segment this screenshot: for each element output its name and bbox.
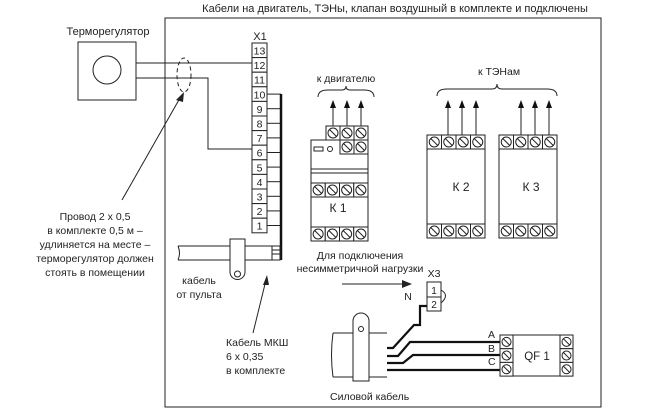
heaters-brace	[436, 83, 558, 97]
svg-text:Для подключения: Для подключения	[317, 250, 403, 262]
svg-text:C: C	[488, 356, 496, 368]
svg-text:Провод 2 х 0,5: Провод 2 х 0,5	[60, 211, 131, 223]
svg-text:A: A	[488, 329, 495, 341]
svg-text:6 х 0,35: 6 х 0,35	[226, 351, 264, 363]
x1-terminal-number: 7	[257, 133, 263, 145]
x1-label: Х1	[253, 31, 266, 43]
svg-text:от пульта: от пульта	[176, 289, 222, 301]
contactor-k2	[426, 134, 486, 239]
control-cable-label: кабель от пульта	[176, 275, 222, 301]
x1-terminal-block: 13 12 11 10 9 8 7 6 5 4 3 2 1	[251, 42, 281, 234]
heater-arrows	[445, 100, 552, 135]
n-label: N	[404, 291, 412, 303]
svg-text:несимметричной нагрузки: несимметричной нагрузки	[297, 263, 424, 275]
x1-terminal-number: 1	[257, 221, 263, 233]
heaters-label: к ТЭНам	[478, 66, 520, 78]
arrow-head	[532, 100, 538, 108]
asym-note: Для подключения несимметричной нагрузки	[297, 250, 424, 275]
x1-terminal-number: 6	[257, 148, 263, 160]
arrow-head	[459, 100, 465, 108]
qf1-label: QF 1	[524, 351, 550, 363]
svg-text:стоять в помещении: стоять в помещении	[45, 267, 145, 279]
motor-arrows	[330, 100, 364, 126]
x1-terminal-number: 3	[257, 192, 263, 204]
diagram-title: Кабели на двигатель, ТЭНы, клапан воздуш…	[202, 3, 588, 15]
x1-terminal-number: 9	[257, 104, 263, 116]
control-cable	[177, 238, 281, 280]
x1-terminal-number: 8	[257, 119, 263, 131]
motor-brace	[317, 85, 375, 98]
k2-label: К 2	[453, 180, 470, 194]
svg-text:в комплекте: в комплекте	[226, 365, 285, 377]
thermostat-label: Терморегулятор	[66, 26, 149, 38]
contactor-k1	[310, 125, 369, 242]
contactor-k3	[498, 134, 558, 239]
arrow-head	[518, 100, 524, 108]
x1-terminal-number: 12	[254, 60, 266, 72]
arrow-head	[330, 100, 336, 108]
k3-label: К 3	[523, 180, 540, 194]
svg-text:Кабель МКШ: Кабель МКШ	[226, 337, 288, 349]
pointer-arrow-mksh	[252, 279, 267, 334]
svg-text:терморегулятор должен: терморегулятор должен	[36, 253, 154, 265]
wire-bundle-marker	[176, 57, 192, 93]
arrow-head	[473, 100, 479, 108]
thermostat-wire-2	[136, 77, 252, 150]
x3-label: Х3	[428, 268, 441, 280]
x1-terminal-number: 10	[254, 89, 266, 101]
pointer-arrow-wire	[121, 97, 181, 201]
x3-terminal-block: 1 2	[426, 281, 446, 312]
x1-terminal-number: 4	[257, 177, 263, 189]
power-cable	[331, 312, 387, 382]
cabinet-frame	[164, 17, 602, 408]
svg-text:удлиняется на месте –: удлиняется на месте –	[40, 239, 151, 251]
x1-terminal-number: 2	[257, 206, 263, 218]
svg-text:B: B	[488, 343, 495, 355]
phase-labels: A B C	[488, 329, 496, 368]
arrow-head	[358, 100, 364, 108]
x1-terminal-number: 11	[254, 75, 265, 87]
motor-label: к двигателю	[317, 73, 376, 85]
svg-text:кабель: кабель	[182, 275, 216, 287]
power-wires	[387, 304, 500, 372]
k1-label: К 1	[330, 201, 347, 215]
mksh-note: Кабель МКШ 6 х 0,35 в комплекте	[226, 337, 288, 377]
arrow-head	[344, 100, 350, 108]
svg-text:2: 2	[431, 300, 437, 311]
x1-terminal-number: 13	[254, 46, 266, 58]
x1-terminal-number: 5	[257, 162, 263, 174]
arrow-head	[445, 100, 451, 108]
svg-text:в комплекте 0,5 м –: в комплекте 0,5 м –	[47, 225, 143, 237]
power-cable-label: Силовой кабель	[330, 391, 410, 403]
wire-note: Провод 2 х 0,5 в комплекте 0,5 м – удлин…	[36, 211, 154, 279]
arrow-head	[546, 100, 552, 108]
circuit-breaker-qf1	[499, 334, 574, 377]
thermostat	[77, 41, 137, 101]
svg-text:1: 1	[431, 286, 437, 297]
